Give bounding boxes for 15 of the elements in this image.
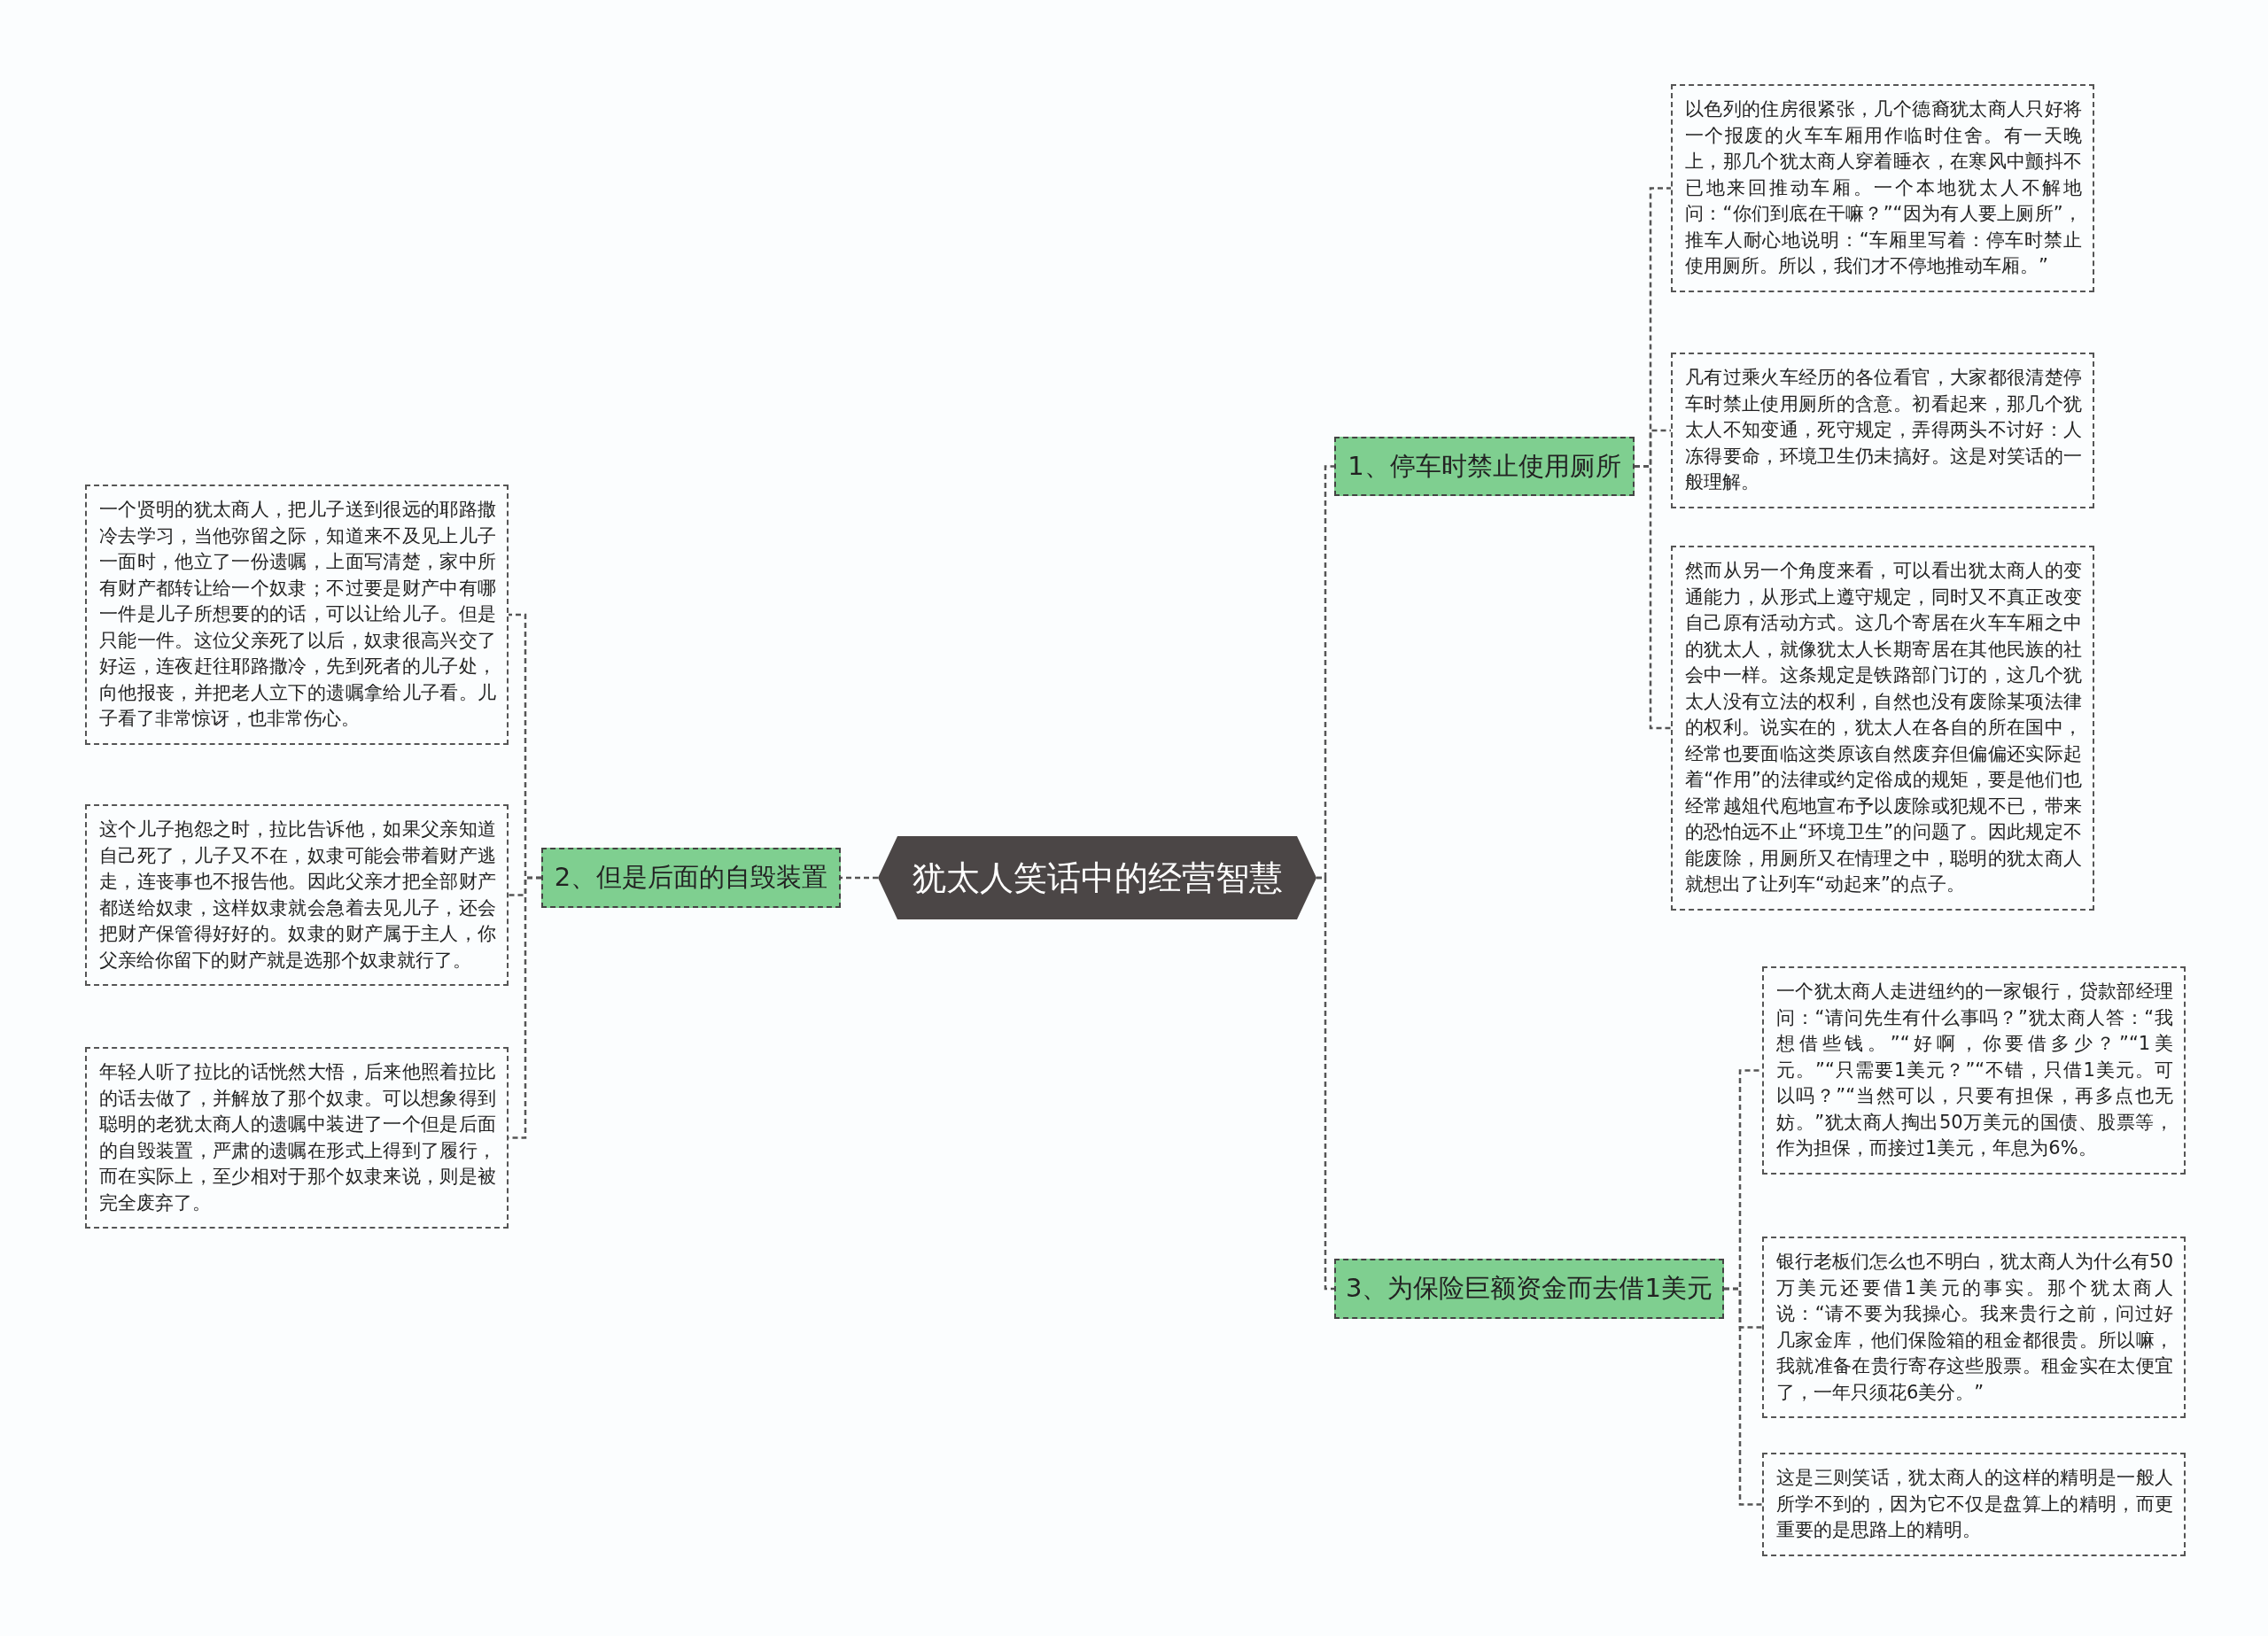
text-card: 以色列的住房很紧张，几个德裔犹太商人只好将一个报废的火车车厢用作临时住舍。有一天晚上，那几个犹太商人穿着睡衣，在寒风中颤抖不已地来回推动车厢。一个本地犹太人不解地问：“你们到底在干嘛？”“因为有人要上厕所”，推车人耐心地说明：“车厢里写着：停车时禁止使用厕所。所以，我们才不停地推动车厢。” (1671, 84, 2094, 292)
text-card: 一个贤明的犹太商人，把儿子送到很远的耶路撒冷去学习，当他弥留之际，知道来不及见上儿子一面时，他立了一份遗嘱，上面写清楚，家中所有财产都转让给一个奴隶；不过要是财产中有哪一件是儿子所想要的的话，可以让给儿子。但是只能一件。这位父亲死了以后，奴隶很高兴交了好运，连夜赶往耶路撒冷，先到死者的儿子处，向他报丧，并把老人立下的遗嘱拿给儿子看。儿子看了非常惊讶，也非常伤心。 (85, 485, 509, 745)
text-card: 年轻人听了拉比的话恍然大悟，后来他照着拉比的话去做了，并解放了那个奴隶。可以想象得到聪明的老犹太商人的遗嘱中装进了一个但是后面的自毁装置，严肃的遗嘱在形式上得到了履行，而在实际上，至少相对于那个奴隶来说，则是被完全废弃了。 (85, 1047, 509, 1229)
branch-box: 1、停车时禁止使用厕所 (1334, 437, 1635, 496)
connector-line (1724, 1287, 1762, 1506)
text-card: 这个儿子抱怨之时，拉比告诉他，如果父亲知道自己死了，儿子又不在，奴隶可能会带着财产逃走，连丧事也不报告他。因此父亲才把全部财产都送给奴隶，这样奴隶就会急着去见儿子，还会把财产保管得好好的。奴隶的财产属于主人，你父亲给你留下的财产就是选那个奴隶就行了。 (85, 804, 509, 986)
text-card: 这是三则笑话，犹太商人的这样的精明是一般人所学不到的，因为它不仅是盘算上的精明，而更重要的是思路上的精明。 (1762, 1453, 2186, 1556)
text-card: 银行老板们怎么也不明白，犹太商人为什么有50万美元还要借1美元的事实。那个犹太商人说：“请不要为我操心。我来贵行之前，问过好几家金库，他们保险箱的租金都很贵。所以嘛，我就准备在贵行寄存这些股票。租金实在太便宜了，一年只须花6美分。” (1762, 1237, 2186, 1418)
branch-box: 2、但是后面的自毁装置 (541, 848, 841, 908)
text-card: 然而从另一个角度来看，可以看出犹太商人的变通能力，从形式上遵守规定，同时又不真正改变自己原有活动方式。这几个寄居在火车车厢之中的犹太人，就像犹太人长期寄居在其他民族的社会中一样。这条规定是铁路部门订的，这几个犹太人没有立法的权利，自然也没有废除某项法律的权利。说实在的，犹太人在各自的所在国中，经常也要面临这类原该自然废弃但偏偏还实际起着“作用”的法律或约定俗成的规矩，要是他们也经常越俎代庖地宣布予以废除或犯规不已，带来的恐怕远不止“环境卫生”的问题了。因此规定不能废除，用厕所又在情理之中，聪明的犹太商人就想出了让列车“动起来”的点子。 (1671, 546, 2094, 911)
connector-line (1635, 465, 1671, 730)
branch-box: 3、为保险巨额资金而去借1美元 (1334, 1259, 1724, 1319)
text-card: 凡有过乘火车经历的各位看官，大家都很清楚停车时禁止使用厕所的含意。初看起来，那几个犹太人不知变通，死守规定，弄得两头不讨好：人冻得要命，环境卫生仍未搞好。这是对笑话的一般理解。 (1671, 353, 2094, 508)
connector-line (1317, 876, 1334, 1291)
text-card: 一个犹太商人走进纽约的一家银行，贷款部经理问：“请问先生有什么事吗？”犹太商人答：“我想借些钱。”“好啊，你要借多少？”“1美元。”“只需要1美元？”“不错，只借1美元。可以吗？”“当然可以，只要有担保，再多点也无妨。”犹太商人掏出50万美元的国债、股票等，作为担保，而接过1美元，年息为6%。 (1762, 966, 2186, 1175)
